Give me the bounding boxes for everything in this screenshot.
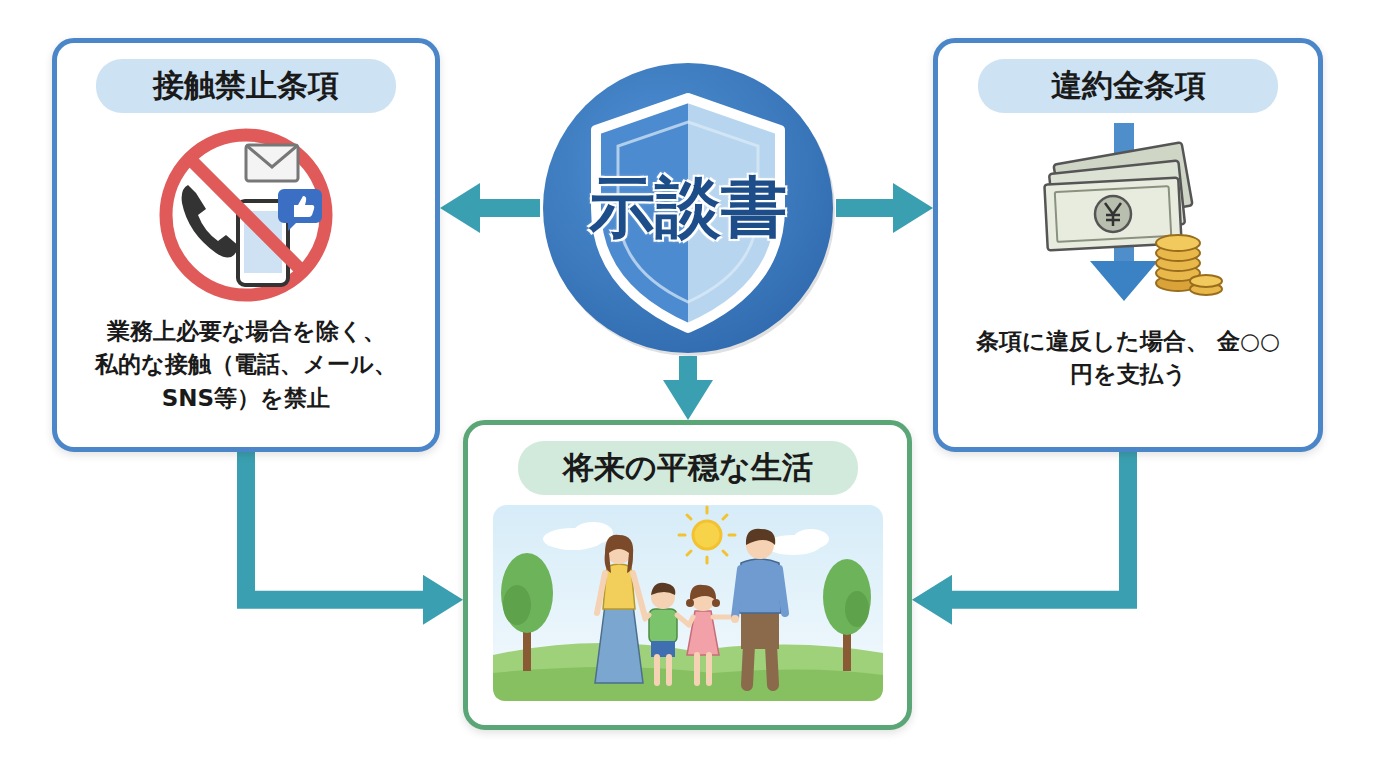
banknotes-symbol (1044, 142, 1192, 250)
tree-right (823, 559, 871, 671)
document-title: 示談書 (589, 163, 787, 253)
coins-symbol (1156, 235, 1222, 295)
family-illustration (493, 505, 883, 701)
arrow-head (903, 208, 933, 209)
family-figures (595, 529, 785, 685)
clause-box: 違約金条項 条項に違反した場合、 金○○円を支払う (933, 38, 1323, 452)
tree-left (501, 553, 553, 671)
envelope-symbol (246, 145, 298, 181)
flow-arrow (679, 356, 697, 390)
money-icon (1028, 123, 1228, 313)
document-circle: 示談書 (540, 60, 836, 356)
arrow-head (433, 599, 463, 600)
arrow-head (440, 208, 470, 209)
clause-body: 業務上必要な場合を除く、 私的な接触（電話、メール、 SNS等）を禁止 (75, 315, 417, 415)
flow-arrow (246, 452, 433, 600)
clouds (543, 522, 829, 555)
flow-arrow (942, 452, 1128, 600)
clause-heading: 将来の平穏な生活 (518, 441, 858, 495)
clause-heading: 接触禁止条項 (96, 59, 396, 113)
clause-heading: 違約金条項 (978, 59, 1278, 113)
flow-arrow (836, 199, 903, 217)
flow-arrow (470, 199, 540, 217)
no-contact-icon (146, 123, 346, 303)
like-symbol (278, 189, 322, 231)
arrow-head (688, 390, 689, 420)
clause-body: 条項に違反した場合、 金○○円を支払う (956, 325, 1300, 392)
clause-box: 接触禁止条項 業務上必要な場合を除く、 私的な接触（電話、メール、 SNS等）を… (52, 38, 440, 452)
outcome-box: 将来の平穏な生活 (463, 420, 912, 730)
arrow-head (912, 599, 942, 600)
sun-symbol (679, 507, 735, 563)
